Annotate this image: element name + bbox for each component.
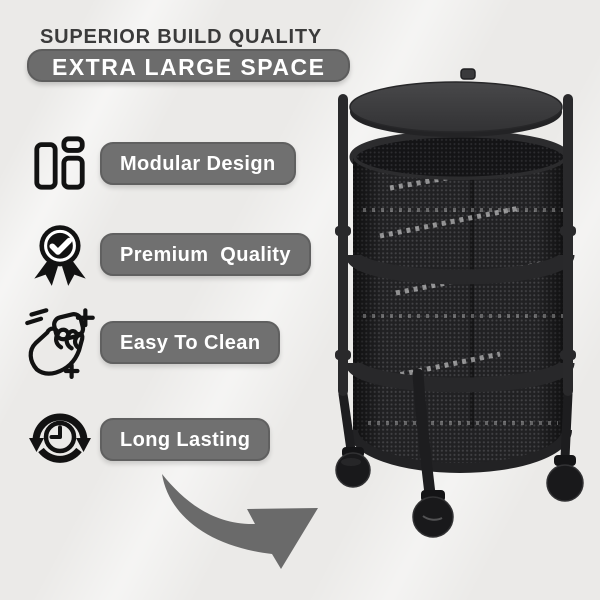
product-basket-body: [345, 157, 575, 473]
caster-wheel: [412, 496, 454, 538]
feature-label: Modular Design: [100, 141, 296, 185]
caster-wheel: [335, 452, 371, 488]
feature-row-long-lasting: Long Lasting: [20, 404, 271, 474]
wiping-hand-icon: [20, 304, 100, 380]
caster-wheels: [335, 368, 584, 538]
clock-cycle-icon: [20, 407, 100, 471]
lid-knob: [460, 68, 476, 80]
bottom-rim-band: [348, 429, 572, 473]
feature-row-premium-quality: Premium Quality: [20, 212, 311, 296]
feature-row-modular-design: Modular Design: [20, 128, 296, 198]
feature-label: Long Lasting: [100, 417, 271, 461]
tier-rim-band: [345, 252, 575, 285]
product-top-lid: [349, 68, 563, 137]
product-side-poles: [335, 94, 576, 396]
tier-rim-band: [345, 360, 575, 393]
modular-layout-icon: [20, 133, 100, 193]
feature-label: Premium Quality: [100, 232, 311, 276]
feature-row-easy-to-clean: Easy To Clean: [20, 300, 281, 384]
feature-label: Easy To Clean: [100, 320, 281, 364]
product-image: [318, 58, 600, 548]
product-basket-opening: [349, 130, 571, 184]
medal-check-icon: [20, 218, 100, 290]
caster-wheel: [546, 464, 584, 502]
banner-badge: EXTRA LARGE SPACE: [27, 49, 351, 82]
headline-title: SUPERIOR BUILD QUALITY: [40, 26, 323, 48]
caster-housing: [554, 455, 576, 466]
curved-arrow-icon: [150, 468, 355, 576]
